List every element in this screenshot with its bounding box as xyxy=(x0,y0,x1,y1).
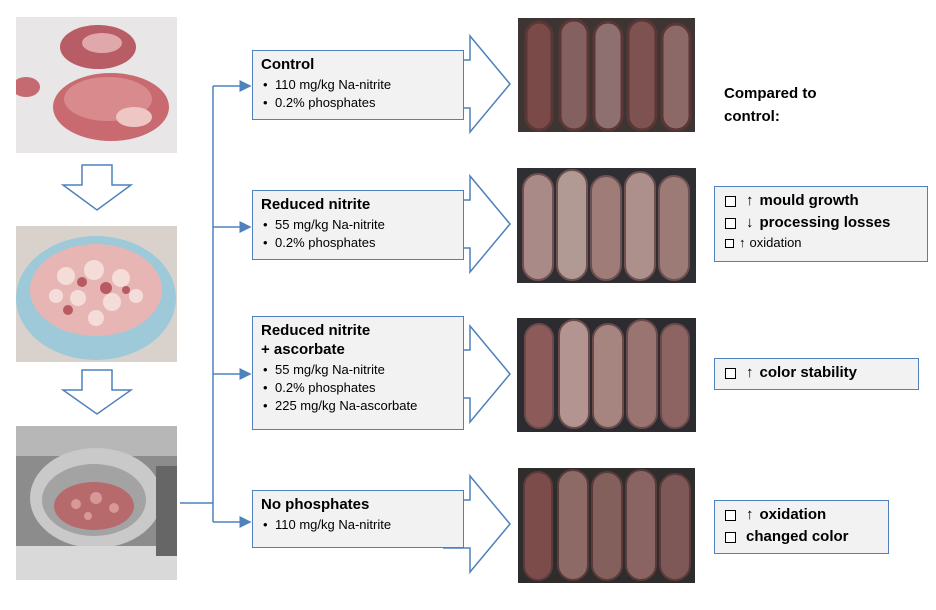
treatment-title: Reduced nitrite xyxy=(261,322,371,339)
effect-text: color stability xyxy=(759,364,858,381)
treatment-bullet: 0.2% phosphates xyxy=(261,234,455,252)
treatment-title: Reduced nitrite xyxy=(261,196,371,213)
sausage-control-photo xyxy=(518,18,695,132)
effect-text: oxidation xyxy=(759,506,827,523)
effect-box-no-phosphates: ↑ oxidation changed color xyxy=(714,500,889,554)
compared-to-control-label: Compared to control: xyxy=(724,85,817,125)
treatment-title: Control xyxy=(261,56,315,73)
effect-symbol: ↑ xyxy=(739,235,746,250)
effect-symbol: ↑ xyxy=(746,364,754,381)
checkbox-icon xyxy=(725,531,736,543)
effect-item: ↑ oxidation xyxy=(725,234,917,252)
treatment-bullet: 110 mg/kg Na-nitrite xyxy=(261,76,455,94)
effect-item: ↓ processing losses xyxy=(725,212,917,234)
checkbox-icon xyxy=(725,509,736,521)
treatment-box-reduced-nitrite-ascorbate: Reduced nitrite + ascorbate 55 mg/kg Na-… xyxy=(252,316,464,430)
checkbox-icon xyxy=(725,217,736,229)
treatment-bullet: 110 mg/kg Na-nitrite xyxy=(261,516,455,534)
treatment-bullet: 55 mg/kg Na-nitrite xyxy=(261,361,455,379)
checkbox-icon xyxy=(725,238,734,248)
treatment-box-reduced-nitrite: Reduced nitrite 55 mg/kg Na-nitrite 0.2%… xyxy=(252,190,464,260)
effect-text: changed color xyxy=(746,528,849,545)
raw-pork-photo xyxy=(16,17,177,153)
sausage-no-phosphates-photo xyxy=(518,468,695,583)
effect-symbol: ↑ xyxy=(746,192,754,209)
treatment-box-control: Control 110 mg/kg Na-nitrite 0.2% phosph… xyxy=(252,50,464,120)
sausage-reduced-nitrite-ascorbate-photo xyxy=(517,318,696,432)
treatment-box-no-phosphates: No phosphates 110 mg/kg Na-nitrite xyxy=(252,490,464,548)
checkbox-icon xyxy=(725,367,736,379)
treatment-bullet: 0.2% phosphates xyxy=(261,379,455,397)
treatment-bullet: 55 mg/kg Na-nitrite xyxy=(261,216,455,234)
effect-symbol: ↓ xyxy=(746,214,754,231)
sausage-reduced-nitrite-photo xyxy=(517,168,696,283)
effect-text: mould growth xyxy=(759,192,859,209)
treatment-title-line2: + ascorbate xyxy=(261,341,345,358)
minced-meat-bowl-photo xyxy=(16,226,177,362)
checkbox-icon xyxy=(725,195,736,207)
effect-item: changed color xyxy=(725,526,878,548)
effect-box-reduced-nitrite-ascorbate: ↑ color stability xyxy=(714,358,919,390)
treatment-bullet: 0.2% phosphates xyxy=(261,94,455,112)
effect-item: ↑ mould growth xyxy=(725,190,917,212)
effect-item: ↑ oxidation xyxy=(725,504,878,526)
meat-mixer-photo xyxy=(16,426,177,580)
effect-text: processing losses xyxy=(759,214,891,231)
effect-box-reduced-nitrite: ↑ mould growth ↓ processing losses ↑ oxi… xyxy=(714,186,928,262)
effect-text: oxidation xyxy=(749,235,802,250)
treatment-title: No phosphates xyxy=(261,496,370,513)
effect-symbol: ↑ xyxy=(746,506,754,523)
effect-item: ↑ color stability xyxy=(725,362,908,384)
treatment-bullet: 225 mg/kg Na-ascorbate xyxy=(261,397,455,415)
